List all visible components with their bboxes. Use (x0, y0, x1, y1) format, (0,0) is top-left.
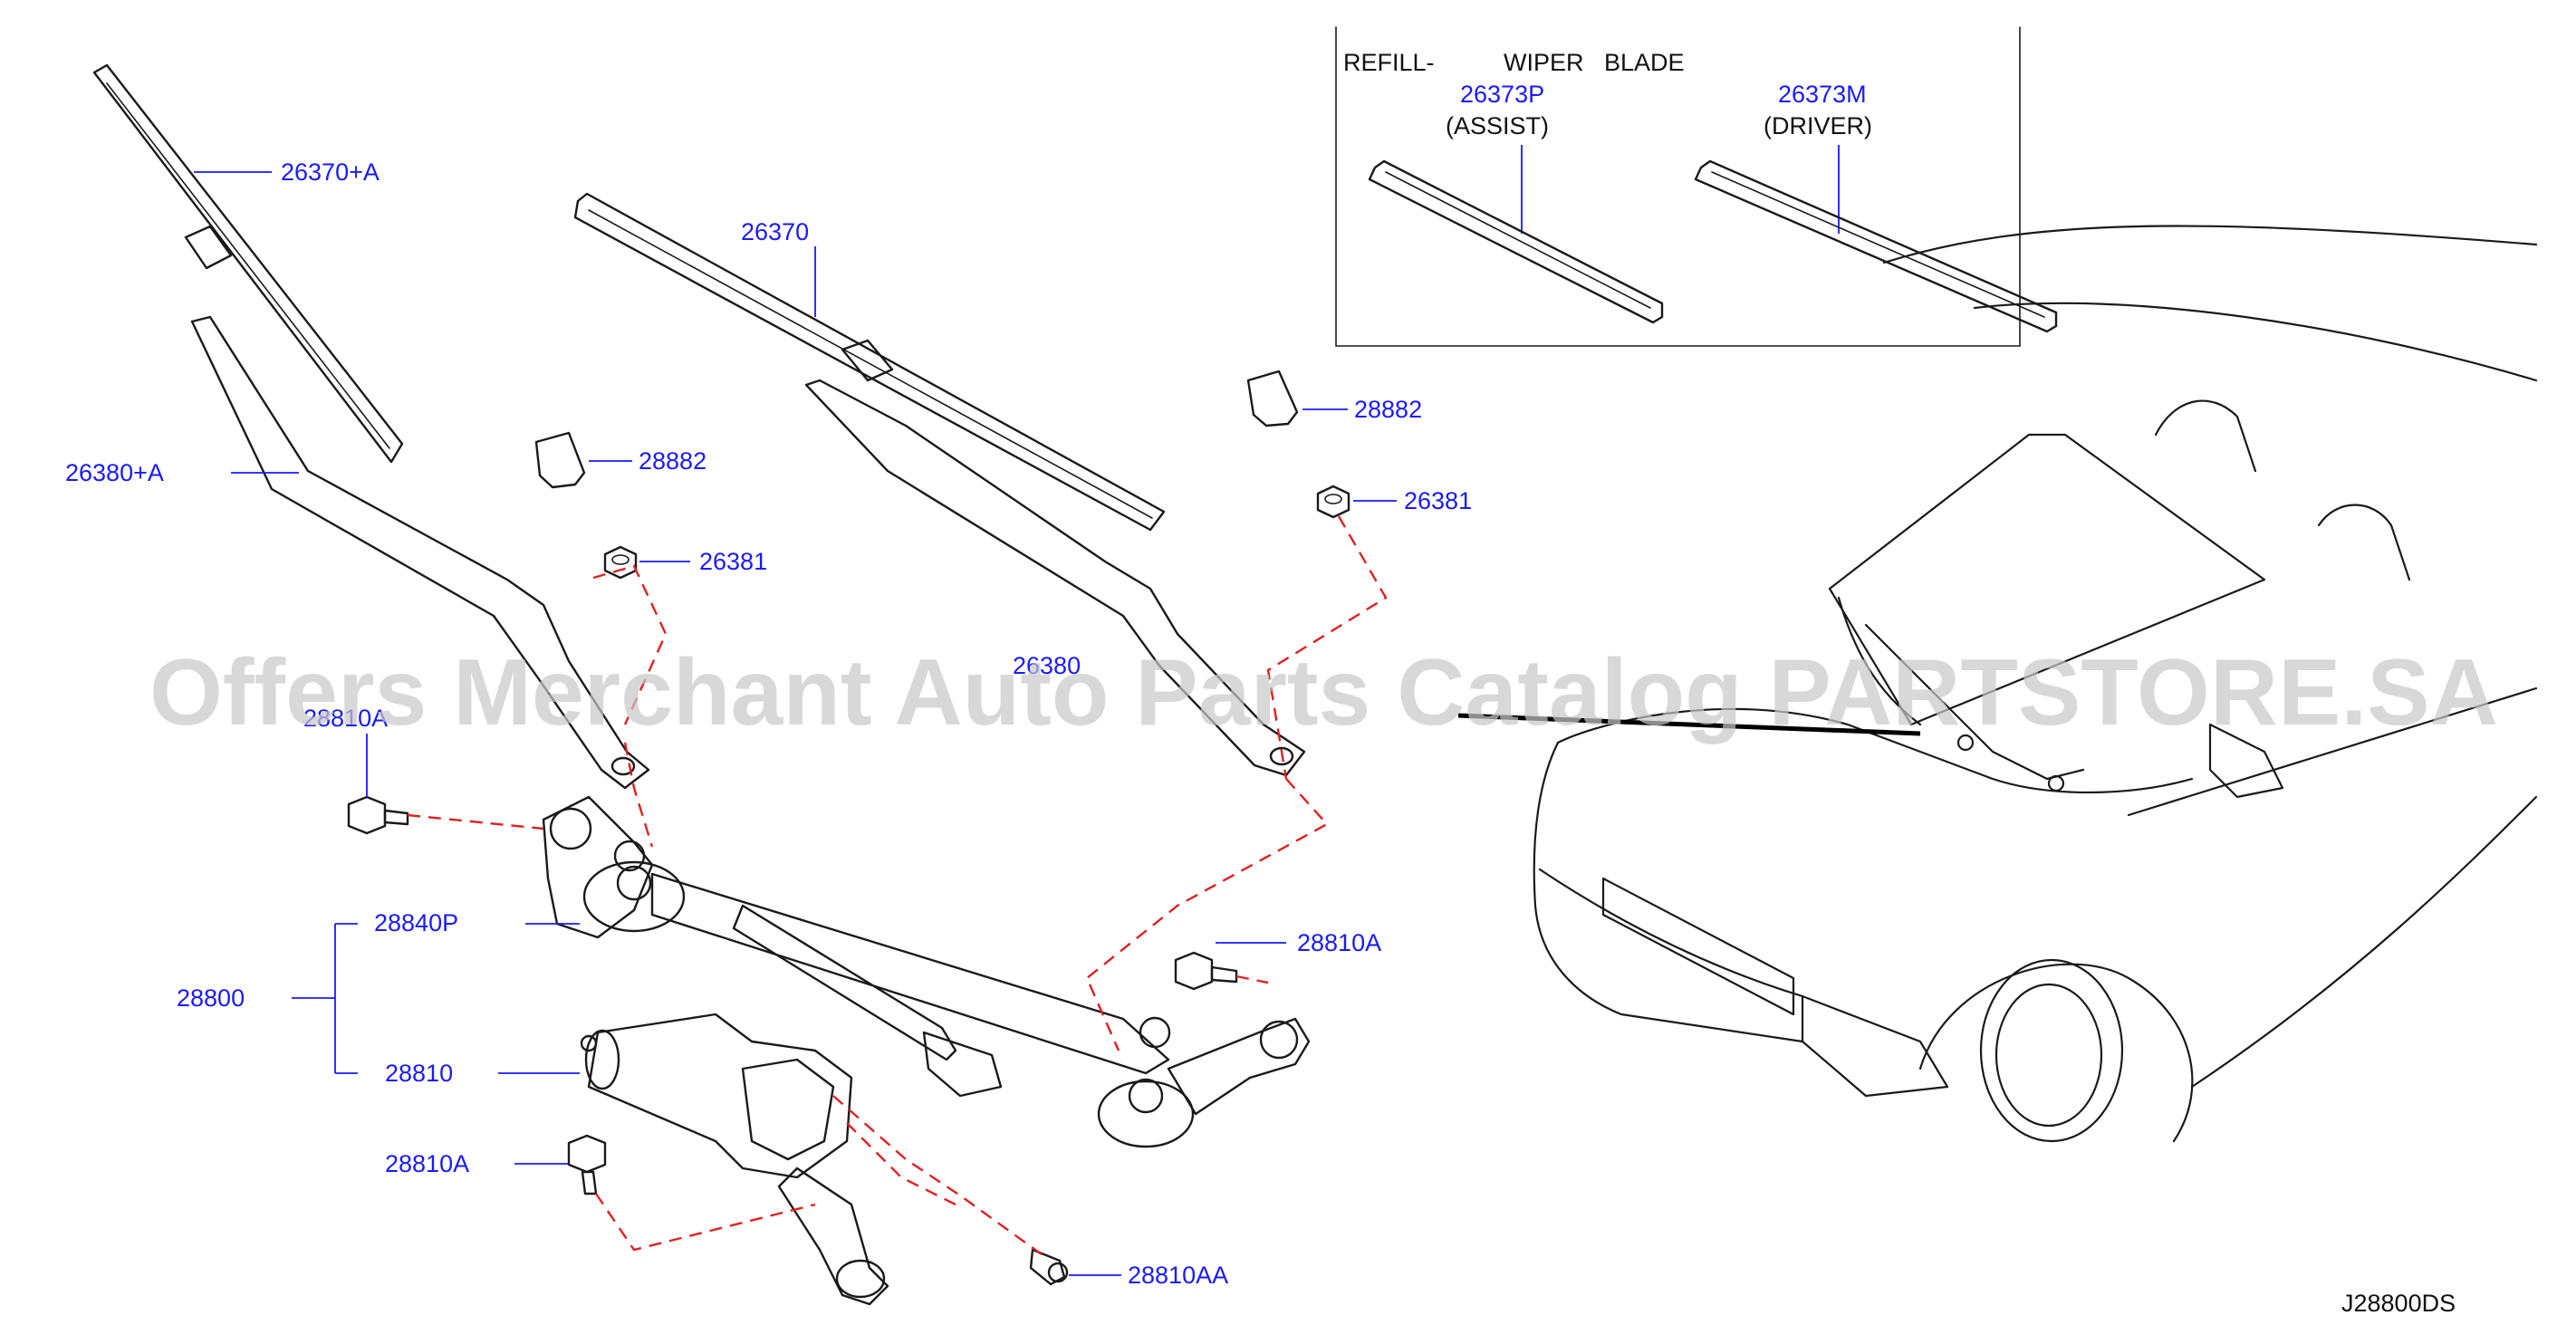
refill-strip-driver (1694, 159, 2058, 333)
pivot-cap-right (1246, 370, 1299, 427)
screw (1029, 1248, 1069, 1286)
wiper-blade-left (92, 63, 404, 464)
driver-label: (DRIVER) (1764, 112, 1872, 139)
label-26380-a[interactable]: 26380+A (65, 459, 164, 486)
label-26370[interactable]: 26370 (741, 218, 809, 245)
label-28810aa[interactable]: 28810AA (1128, 1262, 1228, 1289)
car-illustration (1457, 225, 2538, 1143)
wiper-arm-left (190, 315, 650, 790)
watermark: Offers Merchant Auto Parts Catalog PARTS… (149, 640, 2498, 745)
label-28810a-upper[interactable]: 28810A (303, 705, 388, 732)
pivot-nut-right (1316, 485, 1350, 519)
label-28810a-lower[interactable]: 28810A (385, 1150, 469, 1177)
assembly-bracket (292, 923, 358, 1074)
label-28800[interactable]: 28800 (177, 984, 245, 1012)
label-26380[interactable]: 26380 (1013, 652, 1081, 679)
wiper-arm-center (804, 379, 1306, 777)
label-28882-right[interactable]: 28882 (1354, 396, 1422, 423)
refill-strip-assist (1368, 159, 1664, 324)
bolt-right (1174, 951, 1238, 991)
wiper-motor (580, 1013, 889, 1306)
label-26381-left[interactable]: 26381 (699, 548, 767, 575)
label-26370-a[interactable]: 26370+A (281, 158, 380, 186)
diagram-id: J28800DS (2341, 1290, 2456, 1317)
label-26373m[interactable]: 26373M (1778, 81, 1867, 108)
bolt-lower-left (567, 1134, 607, 1195)
refill-inset: REFILL- WIPER BLADE 26373P (ASSIST) 2637… (1335, 26, 2058, 347)
wiper-blade-center (573, 192, 1166, 532)
refill-heading: REFILL- (1343, 49, 1435, 76)
wiper-blade-heading: WIPER BLADE (1504, 49, 1685, 76)
label-26373p[interactable]: 26373P (1460, 81, 1544, 108)
assist-label: (ASSIST) (1446, 112, 1549, 139)
label-28810a-right[interactable]: 28810A (1297, 929, 1381, 956)
wiper-linkage (542, 795, 1311, 1148)
pivot-nut-left (603, 545, 638, 580)
label-28810[interactable]: 28810 (385, 1060, 453, 1087)
label-28840p[interactable]: 28840P (374, 909, 458, 936)
label-28882-left[interactable]: 28882 (639, 447, 706, 475)
label-26381-right[interactable]: 26381 (1404, 487, 1472, 514)
pivot-cap-left (534, 431, 586, 489)
bolt-upper-left (347, 795, 409, 835)
assembly-dashed-lines (407, 515, 1388, 1255)
